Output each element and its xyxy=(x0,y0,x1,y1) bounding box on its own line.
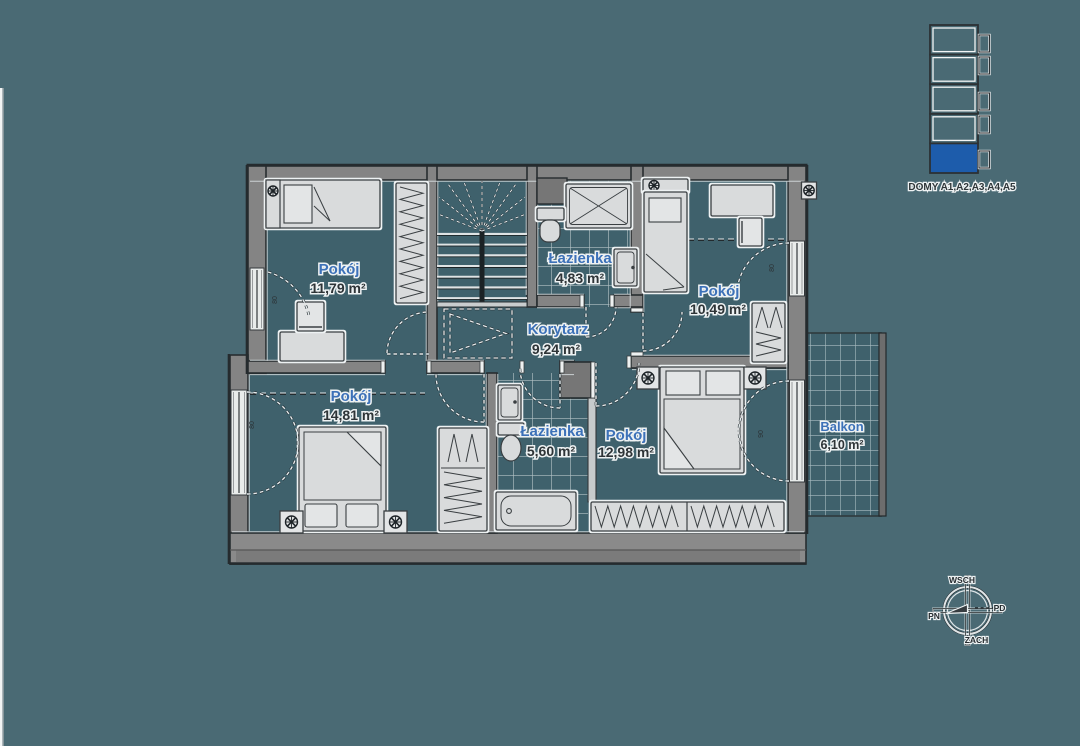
door-dim-label: 80 xyxy=(769,264,776,272)
stair-landing-edge xyxy=(436,301,528,308)
desk-and-chair-2 xyxy=(708,182,776,249)
room-label-pokoj-1049-name: Pokój xyxy=(699,283,740,300)
room-label-pokoj-1049-area: 10,49 m² xyxy=(690,301,746,317)
wardrobe-1 xyxy=(393,180,430,306)
chimney-pillar xyxy=(559,361,592,399)
room-lazienka-483 xyxy=(534,181,640,339)
room-label-lazienka-560-name: Łazienka xyxy=(520,423,584,440)
compass-label-west: ZACH xyxy=(965,635,989,645)
vent-symbol-icon xyxy=(648,179,660,192)
room-labels: Pokój 11,79 m² Łazienka 4,83 m² Pokój 10… xyxy=(309,249,865,462)
single-bed-2 xyxy=(640,176,691,295)
vent-symbol-icon xyxy=(800,181,818,200)
single-bed-1 xyxy=(263,177,383,231)
room-label-pokoj-1179-area: 11,79 m² xyxy=(310,280,366,296)
door-dim-label: 80 xyxy=(249,421,256,429)
room-pokoj-1298: 90 xyxy=(588,362,790,534)
wardrobe-3 xyxy=(436,425,490,534)
wardrobe-2 xyxy=(749,300,788,365)
room-label-pokoj-1179-name: Pokój xyxy=(319,261,360,278)
left-edge-artifact xyxy=(0,88,3,746)
compass-needle xyxy=(945,603,969,615)
door-dim-label: 80 xyxy=(272,296,279,304)
duct-block xyxy=(536,177,568,205)
washbasin-2 xyxy=(495,382,524,423)
door-jambs xyxy=(380,294,644,399)
room-label-lazienka-483-area: 4,83 m² xyxy=(556,270,605,286)
compass-label-south: PD xyxy=(994,603,1006,613)
desk-and-chair-1 xyxy=(277,299,347,364)
room-label-pokoj-1481-name: Pokój xyxy=(331,388,372,405)
vent-symbol-icon xyxy=(267,185,279,197)
compass-label-north: PN xyxy=(928,611,940,621)
compass-label-east: WSCH xyxy=(949,575,975,585)
double-bed-2 xyxy=(657,364,747,476)
corridor-void xyxy=(442,307,514,360)
room-pokoj-1179: 80 xyxy=(263,177,430,364)
room-label-lazienka-483-name: Łazienka xyxy=(548,250,612,267)
vent-symbol-icon xyxy=(636,366,660,390)
legend-building-stack: DOMY A1,A2,A3,A4,A5 xyxy=(907,24,1017,194)
stair-divider xyxy=(479,230,485,303)
staircase xyxy=(436,181,528,308)
bathtub xyxy=(493,489,579,533)
compass-rose: WSCH ZACH PD PN xyxy=(927,574,1007,646)
room-label-balkon-area: 6,10 m² xyxy=(820,438,863,452)
windows xyxy=(230,240,805,496)
double-bed-1 xyxy=(296,424,389,534)
door-dim-label: 90 xyxy=(758,430,765,438)
vent-symbol-icon xyxy=(743,366,767,390)
room-label-pokoj-1481-area: 14,81 m² xyxy=(323,407,379,423)
shower-tray xyxy=(563,181,634,231)
room-pokoj-1481: 80 xyxy=(246,373,490,534)
room-label-lazienka-560-area: 5,60 m² xyxy=(527,443,576,459)
room-pokoj-1049: 80 xyxy=(640,176,790,365)
room-lazienka-560 xyxy=(493,367,579,533)
vent-symbol-icon xyxy=(383,510,408,534)
legend-caption: DOMY A1,A2,A3,A4,A5 xyxy=(908,182,1016,193)
toilet-1 xyxy=(534,205,567,243)
room-label-balkon-name: Balkon xyxy=(820,419,863,434)
room-label-korytarz-name: Korytarz xyxy=(528,321,589,338)
toilet-2 xyxy=(495,420,527,462)
legend-level-highlighted xyxy=(929,142,979,174)
washbasin-1 xyxy=(611,246,640,289)
room-label-pokoj-1298-area: 12,98 m² xyxy=(598,444,654,460)
wardrobe-4 xyxy=(588,499,787,534)
room-label-pokoj-1298-name: Pokój xyxy=(606,427,647,444)
room-label-korytarz-area: 9,24 m² xyxy=(532,341,581,357)
balcony-railing xyxy=(878,332,887,517)
vent-symbol-icon xyxy=(279,510,304,534)
